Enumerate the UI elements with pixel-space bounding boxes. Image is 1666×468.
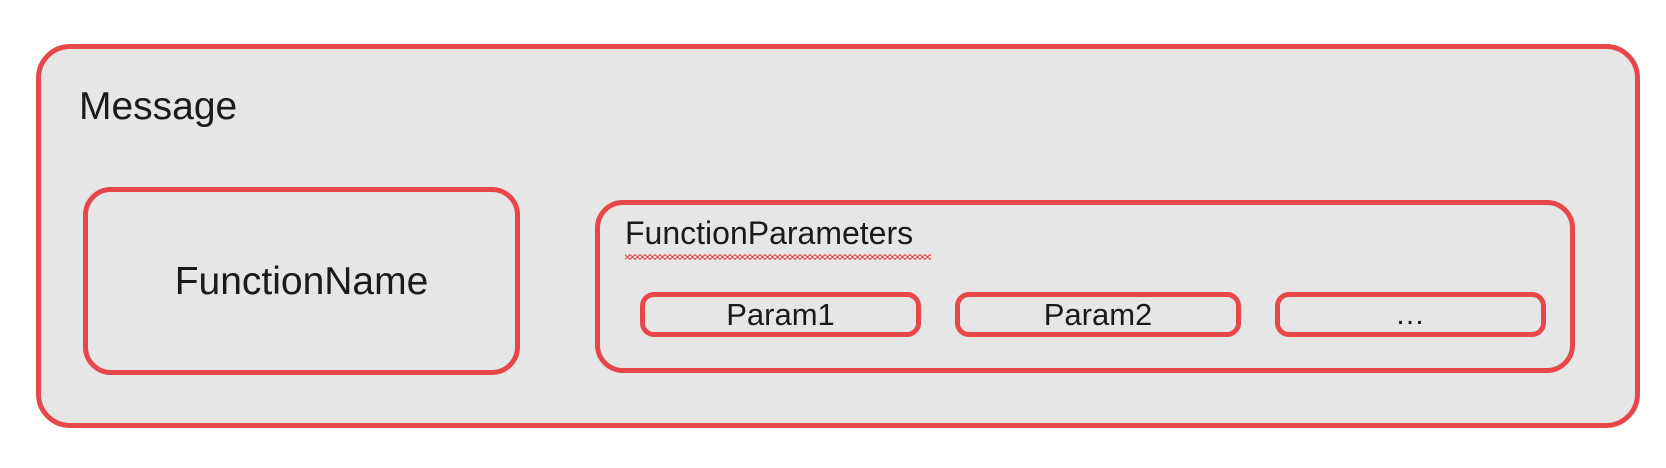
parameter-list: Param1 Param2 … xyxy=(600,205,1570,368)
parameter-label-more-ellipsis-icon: … xyxy=(1395,297,1426,331)
parameter-box-1[interactable]: Param1 xyxy=(640,292,921,337)
parameter-box-more[interactable]: … xyxy=(1275,292,1546,337)
parameter-box-2[interactable]: Param2 xyxy=(955,292,1241,337)
function-name-container[interactable]: FunctionName xyxy=(83,187,520,375)
message-container[interactable]: Message FunctionName FunctionParameters … xyxy=(36,44,1640,428)
function-parameters-container[interactable]: FunctionParameters Param1 Param2 … xyxy=(595,200,1575,373)
parameter-label-1: Param1 xyxy=(726,297,835,332)
function-parameters-label: FunctionParameters xyxy=(625,215,914,251)
message-label: Message xyxy=(79,85,238,128)
function-name-label: FunctionName xyxy=(174,259,429,303)
spellcheck-squiggle-underline xyxy=(625,254,931,260)
parameter-label-2: Param2 xyxy=(1043,297,1153,332)
